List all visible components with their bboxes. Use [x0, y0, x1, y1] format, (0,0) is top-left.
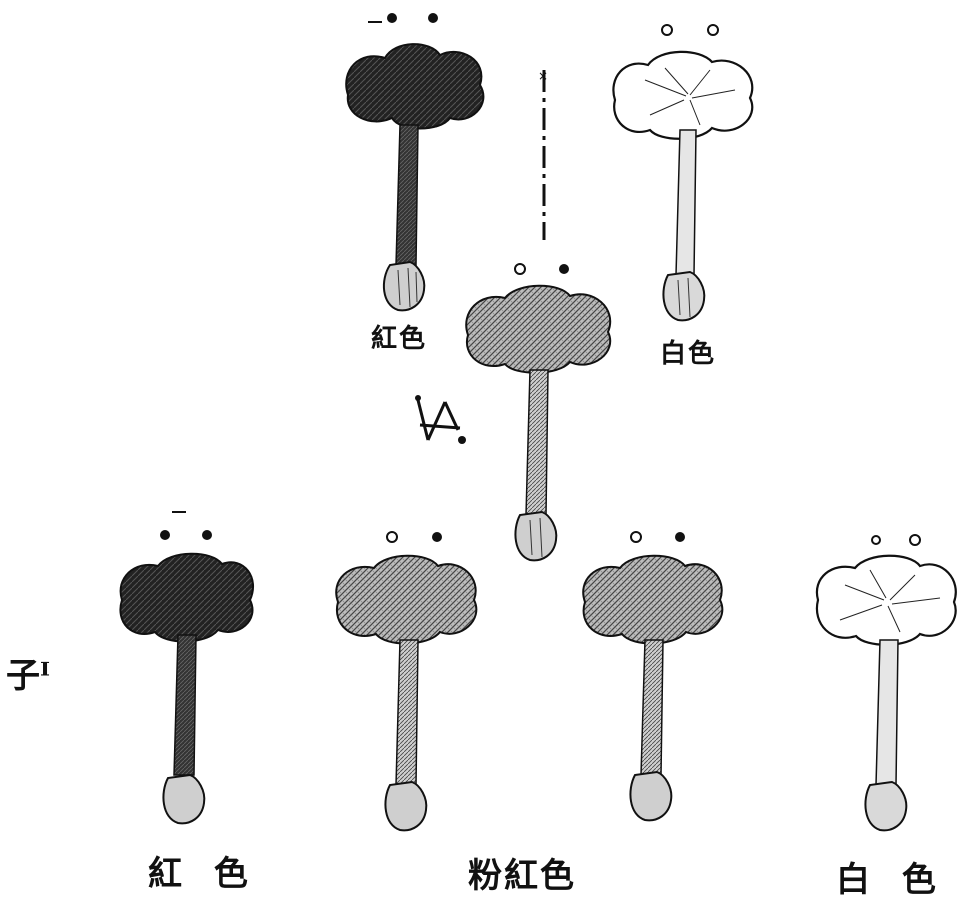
parent-red-label: 紅色 — [371, 318, 427, 355]
f1-mark — [415, 395, 466, 444]
f2-pink-flower-1 — [336, 532, 476, 830]
f2-pink-label: 粉紅色 — [468, 848, 576, 897]
f2-red-flower — [120, 512, 253, 823]
parent-white-label: 白色 — [660, 333, 716, 370]
cross-marker: × — [538, 69, 548, 240]
parent-white-flower — [613, 25, 752, 320]
f2-red-label: 紅 色 — [148, 846, 258, 895]
f2-pink-flower-2 — [583, 532, 722, 820]
parent-red-flower — [346, 13, 483, 310]
f1-pink-flower — [466, 264, 610, 560]
f2-white-flower — [817, 535, 956, 830]
svg-text:×: × — [538, 69, 548, 83]
f2-generation-mark: 子ᴵ — [6, 648, 50, 697]
f2-white-label: 白 色 — [836, 852, 946, 901]
